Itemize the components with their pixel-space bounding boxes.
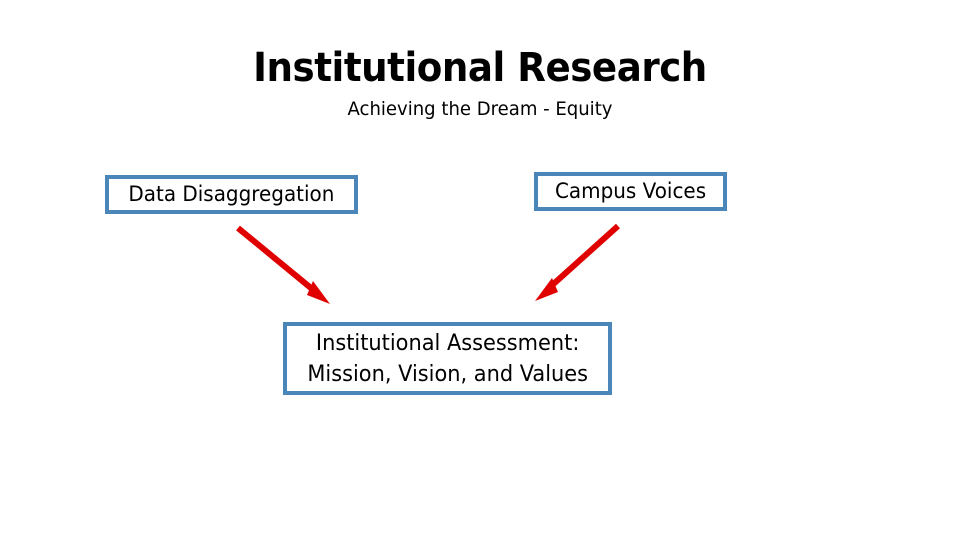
arrow-left	[236, 225, 330, 304]
arrow-left-shaft	[236, 225, 319, 296]
box-data-disaggregation-label: Data Disaggregation	[128, 182, 335, 206]
box-institutional-assessment-line-2: Mission, Vision, and Values	[307, 361, 588, 387]
arrow-right	[535, 223, 621, 301]
box-data-disaggregation[interactable]: Data Disaggregation	[105, 175, 358, 214]
arrow-right-head	[535, 278, 558, 301]
arrow-right-shaft	[546, 223, 621, 291]
box-campus-voices[interactable]: Campus Voices	[534, 172, 727, 211]
page-subtitle: Achieving the Dream - Equity	[347, 98, 613, 120]
box-institutional-assessment[interactable]: Institutional Assessment: Mission, Visio…	[283, 322, 612, 395]
box-institutional-assessment-line-1: Institutional Assessment:	[315, 330, 580, 356]
arrow-left-head	[307, 281, 330, 304]
page-title: Institutional Research	[253, 45, 707, 91]
box-campus-voices-label: Campus Voices	[554, 179, 707, 203]
